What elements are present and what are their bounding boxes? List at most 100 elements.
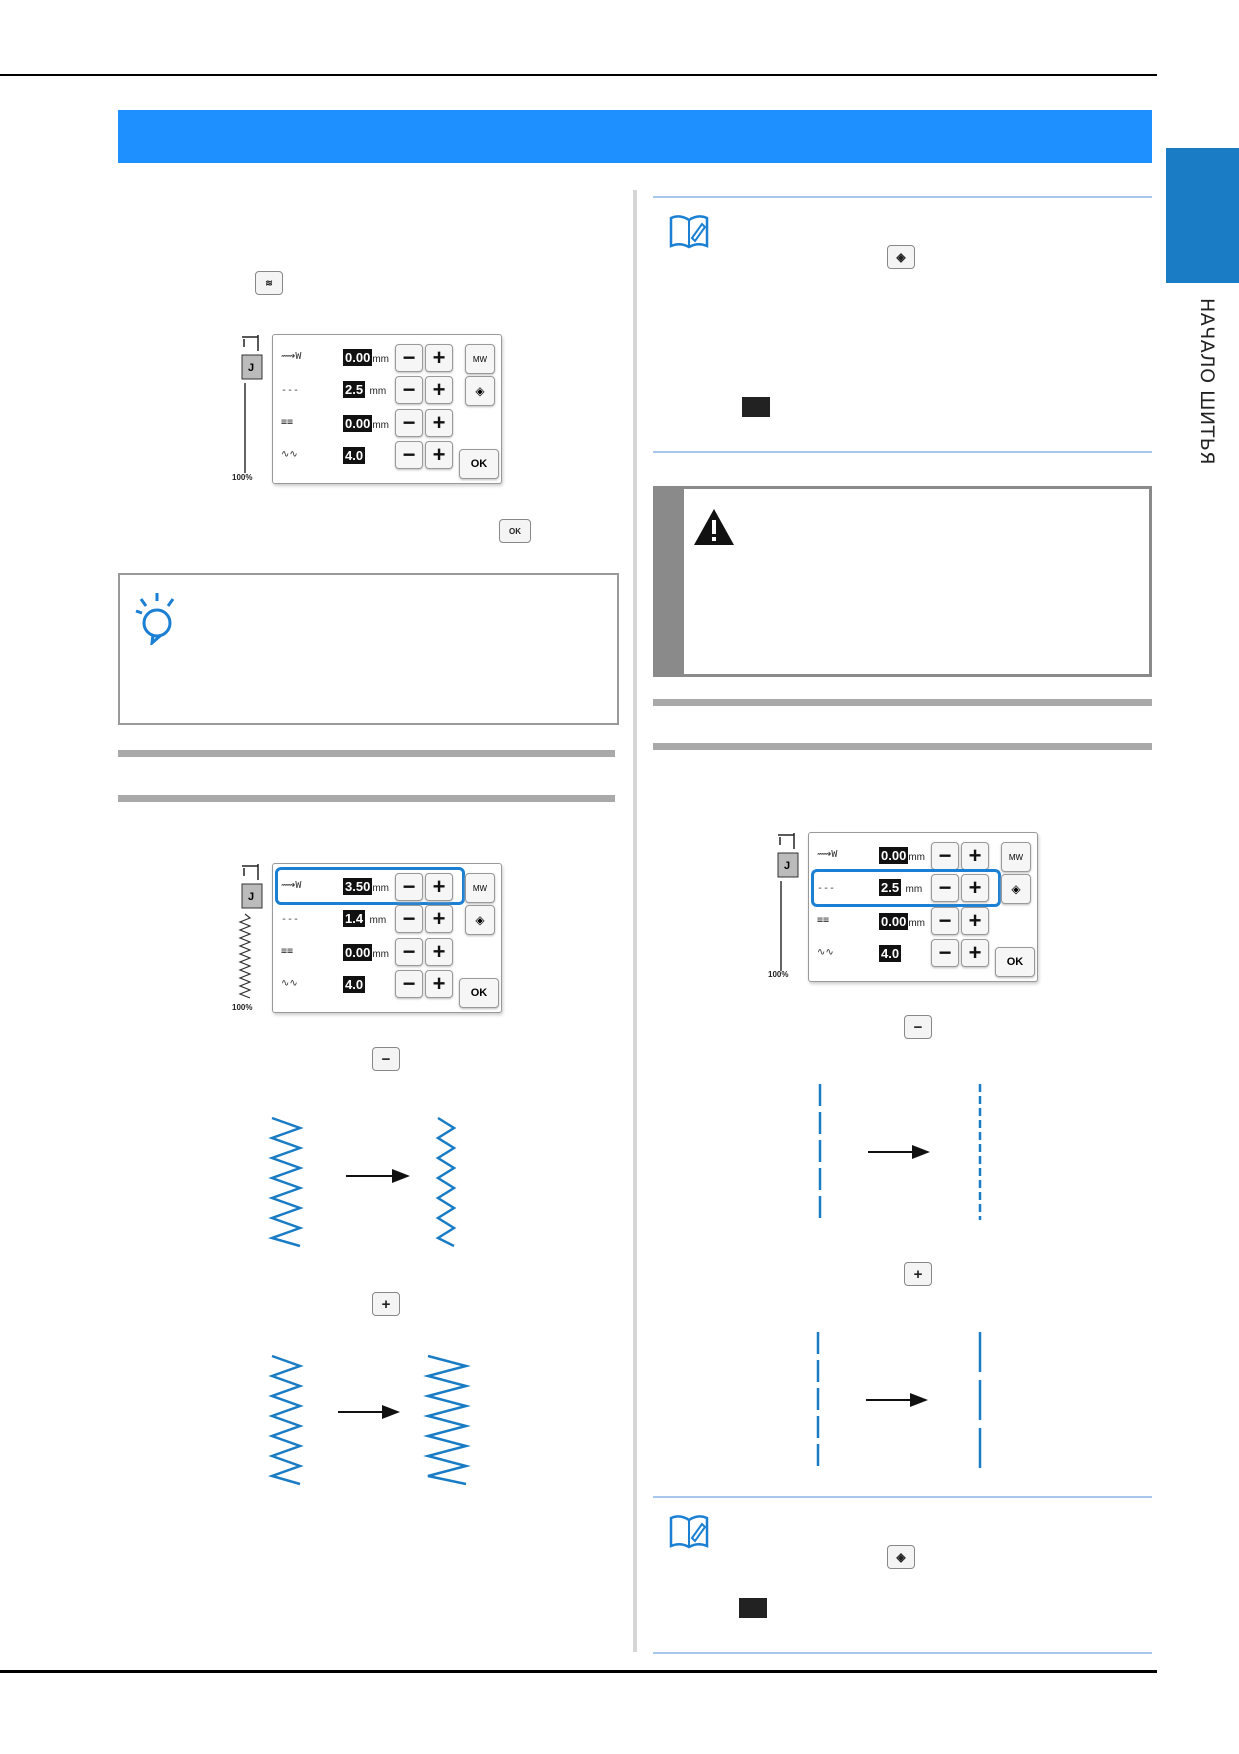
memo-top-line [653,196,1152,198]
presser-foot-icon: J [238,864,263,999]
length-value: 2.5 [879,879,902,896]
minus-icon-inline[interactable]: − [904,1015,932,1039]
tension-minus-button[interactable]: − [395,409,423,437]
length-minus-button[interactable]: − [395,376,423,404]
memory-button[interactable]: ◈ [465,905,495,935]
length-unit: mm [369,386,387,397]
length-minus-button[interactable]: − [931,874,959,902]
straight-stitch-longer-diagram [816,1332,982,1468]
wave-plus-button[interactable]: + [961,939,989,967]
tension-plus-button[interactable]: + [961,907,989,935]
tension-plus-button[interactable]: + [425,938,453,966]
tension-minus-button[interactable]: − [931,907,959,935]
length-unit: mm [369,915,387,926]
tension-plus-button[interactable]: + [425,409,453,437]
mw-icon: MW [472,883,488,893]
wave-minus-button[interactable]: − [395,441,423,469]
mw-icon: MW [1008,852,1024,862]
presser-foot-graphic: J [768,831,808,981]
minus-icon-inline[interactable]: − [372,1047,400,1071]
length-plus-button[interactable]: + [425,905,453,933]
ok-icon-inline[interactable]: OK [499,519,531,543]
straight-stitch-shorter-diagram [818,1084,982,1220]
tension-minus-button[interactable]: − [395,938,423,966]
length-minus-button[interactable]: − [395,905,423,933]
twin-needle-button[interactable]: MW [465,873,495,903]
section-bar [653,699,1152,706]
length-plus-button[interactable]: + [425,376,453,404]
ok-button[interactable]: OK [459,449,499,479]
memory-button[interactable]: ◈ [465,376,495,406]
length-plus-button[interactable]: + [961,874,989,902]
tension-value: 0.00 [343,944,373,961]
chapter-label: НАЧАЛО ШИТЬЯ [1196,298,1218,465]
length-value: 2.5 [343,381,366,398]
diamond-icon: ◈ [475,384,485,398]
zigzag-narrow-diagram [267,1116,457,1248]
wave-plus-button[interactable]: + [425,970,453,998]
wave-icon: ∿∿ [817,947,834,958]
memory-icon-inline[interactable]: ◈ [887,245,915,269]
width-minus-button[interactable]: − [931,842,959,870]
memory-button[interactable]: ◈ [1001,874,1031,904]
twin-needle-button[interactable]: MW [465,344,495,374]
ok-button[interactable]: OK [459,978,499,1008]
tension-icon: ≡≡ [281,417,294,428]
length-icon: --- [281,914,300,925]
width-highlight [275,867,465,905]
tension-value: 0.00 [879,913,909,930]
arrow-icon [382,1405,400,1419]
wave-plus-button[interactable]: + [425,441,453,469]
bottom-rule [0,1670,1157,1673]
width-minus-button[interactable]: − [395,344,423,372]
length-icon: --- [817,883,836,894]
width-plus-button[interactable]: + [425,344,453,372]
wave-icon: ∿∿ [281,449,298,460]
wave-minus-button[interactable]: − [395,970,423,998]
caution-strip [656,489,684,674]
length-unit: mm [905,884,923,895]
width-plus-button[interactable]: + [425,873,453,901]
width-icon: ⟿W [281,351,302,362]
diamond-icon: ◈ [475,913,485,927]
width-value: 0.00 [343,349,373,366]
width-value: 0.00 [879,847,909,864]
note-box [118,573,619,725]
width-unit: mm [908,852,925,863]
presser-foot-graphic: J [232,862,272,1012]
stitch-percent: 100% [232,1003,253,1012]
wave-value: 4.0 [343,976,366,993]
length-icon: --- [281,385,300,396]
memory-icon-inline[interactable]: ◈ [887,1545,915,1569]
width-icon: ⟿W [281,880,302,891]
reverse-stitch-tile-icon [742,397,770,417]
zigzag-wide-stitch [267,1116,304,1248]
presser-foot-graphic: J [232,333,272,483]
twin-needle-button[interactable]: MW [1001,842,1031,872]
tension-unit: mm [372,420,389,431]
chapter-tab [1166,148,1239,283]
top-rule [0,74,1157,76]
presser-foot-icon: J [777,833,799,971]
wave-minus-button[interactable]: − [931,939,959,967]
stitch-settings-icon[interactable]: ≋ [255,271,283,295]
arrow-icon [392,1169,410,1183]
tension-unit: mm [372,949,389,960]
plus-icon-inline[interactable]: + [904,1262,932,1286]
ok-button[interactable]: OK [995,947,1035,977]
tension-icon: ≡≡ [281,946,294,957]
plus-icon-inline[interactable]: + [372,1292,400,1316]
section-bar [118,750,615,757]
warning-icon [694,509,734,545]
width-minus-button[interactable]: − [395,873,423,901]
arrow-icon [912,1145,930,1159]
presser-foot-icon: J [241,335,263,473]
svg-text:J: J [248,891,254,903]
width-plus-button[interactable]: + [961,842,989,870]
memo-top-line [653,1496,1152,1498]
mw-icon: MW [472,354,488,364]
zigzag-narrow-stitch [435,1116,457,1248]
